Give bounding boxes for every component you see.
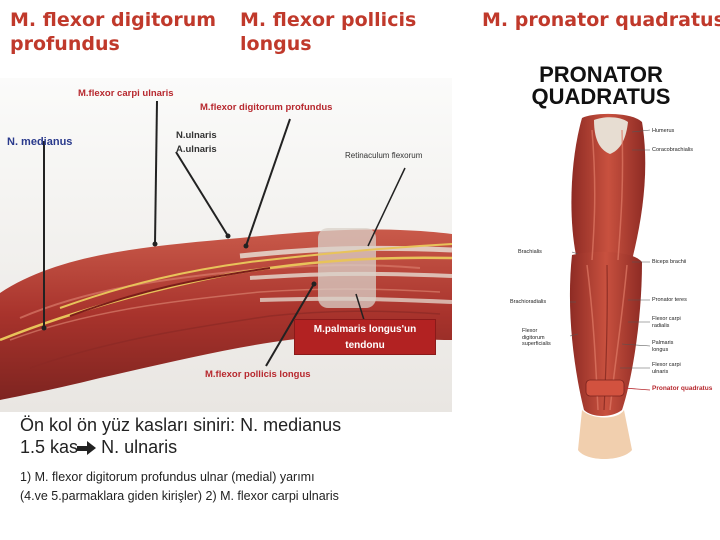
label-flexor-digitorum-profundus: M.flexor digitorum profundus (200, 102, 333, 113)
label-brachialis: Brachialis (518, 249, 542, 255)
label-pronator-teres: Pronator teres (652, 297, 687, 303)
title-flexor-pollicis-longus: M. flexor pollicis longus (240, 9, 417, 55)
label-flexor-pollicis-longus: M.flexor pollicis longus (205, 369, 311, 380)
label-n-medianus: N. medianus (7, 136, 73, 148)
note-line-2: (4.ve 5.parmaklara giden kirişler) 2) M.… (20, 489, 339, 503)
innervation-line-1: Ön kol ön yüz kasları siniri: N. medianu… (20, 415, 342, 435)
palmaris-line-2: tendonu (345, 340, 385, 351)
label-a-ulnaris: A.ulnaris (176, 144, 217, 155)
label-flexor-carpi-radialis: Flexor carpi radialis (652, 316, 681, 329)
pq-heading-line-1: PRONATOR (539, 62, 663, 87)
label-palmaris-longus: Palmaris longus (652, 340, 673, 353)
forearm-illustration (0, 78, 452, 412)
fcu-line-1: Flexor carpi (652, 362, 681, 368)
fcu-line-2: ulnaris (652, 368, 669, 375)
forearm-anatomy-figure: M.flexor carpi ulnaris M.flexor digitoru… (0, 78, 452, 412)
label-pronator-quadratus: Pronator quadratus (652, 385, 713, 392)
pronator-quadratus-heading: PRONATOR QUADRATUS (506, 64, 696, 108)
label-flexor-carpi-ulnaris-right: Flexor carpi ulnaris (652, 362, 681, 375)
label-flexor-carpi-ulnaris: M.flexor carpi ulnaris (78, 88, 174, 99)
title-flexor-digitorum-profundus: M. flexor digitorum profundus (10, 9, 217, 55)
pl-line-2: longus (652, 346, 669, 353)
palmaris-line-1: M.palmaris longus'un (313, 324, 417, 335)
title-pronator-quadratus: M. pronator quadratus (482, 9, 720, 31)
pl-line-1: Palmaris (652, 340, 674, 346)
pronator-quadratus-figure: PRONATOR QUADRATUS Humerus Coracobrachia… (482, 50, 720, 465)
fds-line-3: superficialis (522, 341, 551, 347)
count-text: 1.5 kas (20, 437, 79, 457)
arrow-right-icon (77, 441, 97, 456)
label-brachioradialis: Brachioradialis (510, 299, 547, 305)
label-coracobrachialis: Coracobrachialis (652, 147, 693, 153)
arm-muscles-illustration (569, 113, 651, 459)
pq-heading-line-2: QUADRATUS (531, 84, 671, 109)
n-ulnaris-text: N. ulnaris (101, 437, 178, 457)
label-biceps-brachii: Biceps brachii (652, 259, 687, 265)
label-palmaris-longus-tendon: M.palmaris longus'un tendonu (294, 319, 436, 355)
fds-line-1: Flexor (522, 328, 538, 334)
innervation-summary: Ön kol ön yüz kasları siniri: N. medianu… (20, 414, 465, 458)
ulnar-innervated-muscles-note: 1) M. flexor digitorum profundus ulnar (… (20, 468, 465, 506)
fds-line-2: digitorum (522, 334, 545, 341)
label-retinaculum-flexorum: Retinaculum flexorum (345, 151, 423, 160)
label-humerus: Humerus (652, 128, 675, 134)
fcr-line-2: radialis (652, 322, 670, 329)
label-flexor-digitorum-superficialis: Flexor digitorum superficialis (522, 328, 551, 348)
fcr-line-1: Flexor carpi (652, 316, 681, 322)
note-line-1: 1) M. flexor digitorum profundus ulnar (… (20, 470, 315, 484)
innervation-line-2: 1.5 kas N. ulnaris (20, 436, 465, 458)
description-text: Ön kol ön yüz kasları siniri: N. medianu… (20, 414, 465, 506)
label-n-ulnaris: N.ulnaris (176, 130, 217, 141)
